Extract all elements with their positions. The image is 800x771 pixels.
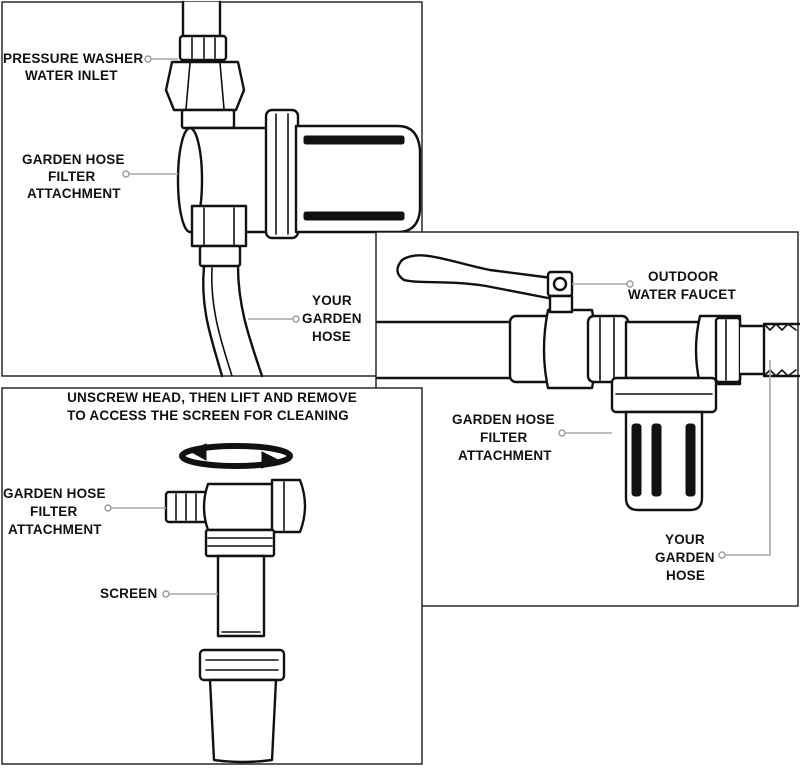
faucet-pipe-illustration	[375, 254, 630, 390]
rotate-arrows-icon	[179, 443, 293, 469]
garden-hose-illustration	[202, 264, 264, 378]
svg-text:SCREEN: SCREEN	[100, 586, 157, 601]
label-screen: SCREEN	[100, 586, 218, 601]
garden-hose-filter-illustration-right	[610, 314, 800, 512]
screen-illustration	[216, 554, 266, 638]
panel-right-frame	[375, 231, 799, 607]
inlet-hose-illustration	[164, 0, 246, 130]
filter-canister-illustration	[198, 648, 286, 764]
filter-head-illustration	[164, 478, 307, 558]
garden-hose-filter-illustration	[176, 108, 422, 268]
